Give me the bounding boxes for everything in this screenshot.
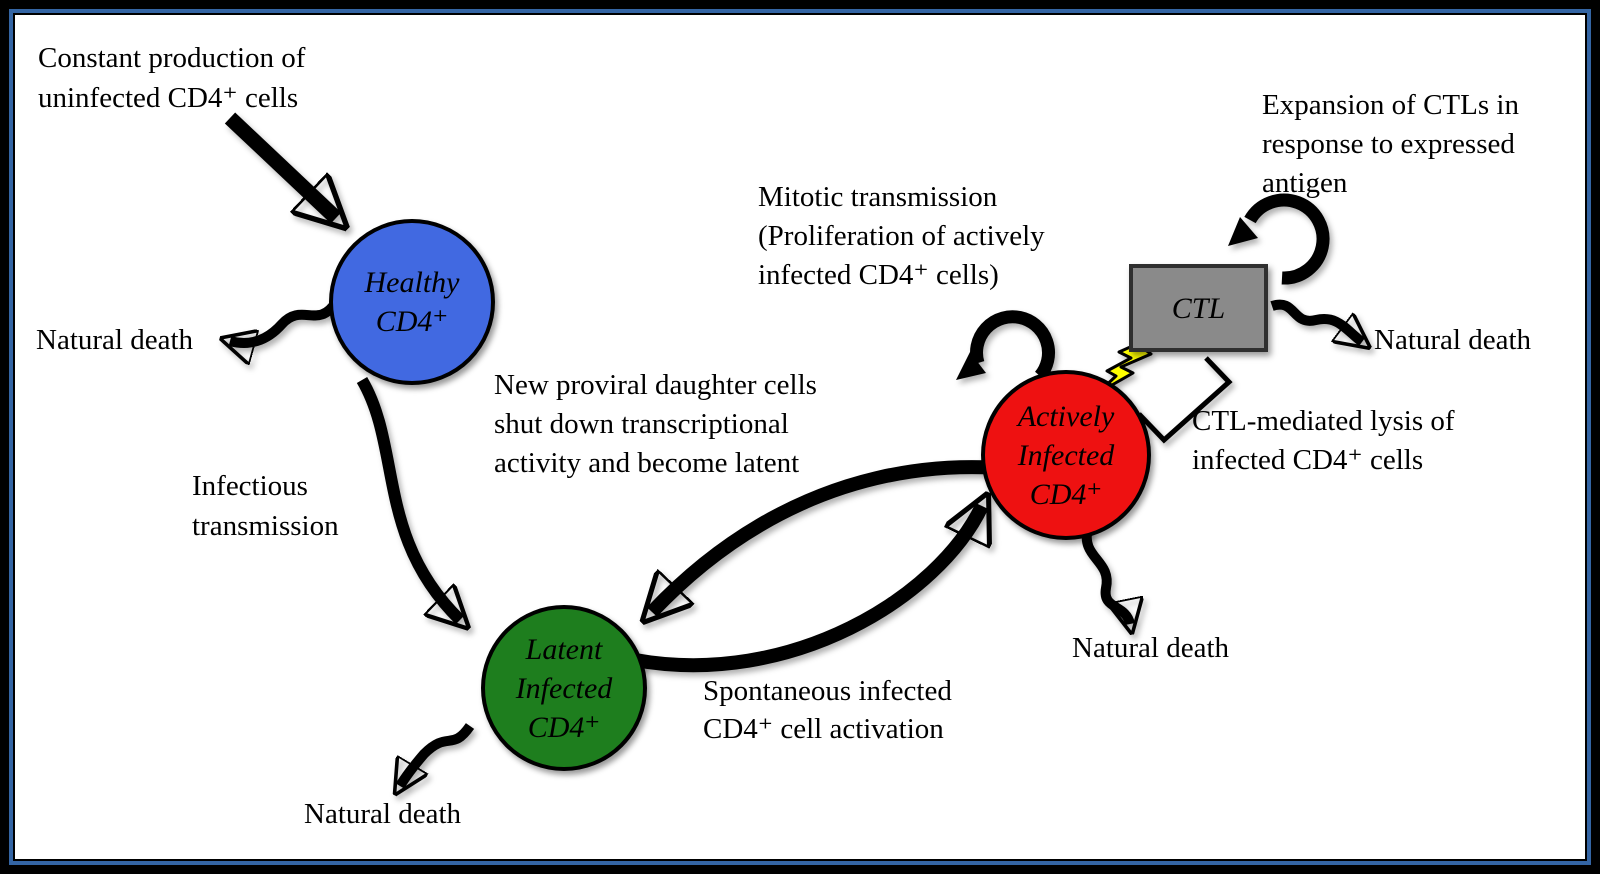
label-natural-death-active: Natural death bbox=[1072, 632, 1230, 664]
label-constant-production: Constant production of uninfected CD4⁺ c… bbox=[38, 42, 306, 114]
mitotic-self-loop-arrowhead bbox=[956, 352, 986, 380]
node-ctl: CTL bbox=[1129, 264, 1268, 352]
node-healthy-cd4-label: Healthy CD4⁺ bbox=[364, 266, 460, 338]
ctl-expansion-self-loop-arrow bbox=[1244, 193, 1330, 285]
ctl-expansion-self-loop-arrowhead bbox=[1228, 217, 1258, 246]
label-new-proviral: New proviral daughter cells shut down tr… bbox=[494, 369, 817, 479]
node-latent-infected-cd4: Latent Infected CD4⁺ bbox=[481, 605, 647, 771]
natural-death-arrow-active bbox=[1081, 526, 1130, 624]
label-ctl-expansion: Expansion of CTLs in response to express… bbox=[1262, 89, 1519, 199]
label-natural-death-latent: Natural death bbox=[304, 798, 462, 830]
lysis-bracket bbox=[1137, 356, 1233, 444]
production-arrow bbox=[224, 112, 336, 218]
natural-death-arrow-latent bbox=[400, 723, 475, 786]
label-spontaneous-activation: Spontaneous infected CD4⁺ cell activatio… bbox=[703, 675, 952, 745]
mitotic-self-loop-arrow bbox=[970, 310, 1055, 381]
natural-death-arrow-ctl bbox=[1270, 299, 1362, 342]
node-ctl-label: CTL bbox=[1171, 291, 1226, 325]
infectious-transmission-arrow bbox=[356, 376, 460, 620]
activation-arrow bbox=[633, 506, 982, 673]
node-latent-infected-cd4-label: Latent Infected CD4⁺ bbox=[515, 632, 613, 744]
node-actively-infected-cd4: Actively Infected CD4⁺ bbox=[981, 370, 1151, 540]
label-mitotic-transmission: Mitotic transmission (Proliferation of a… bbox=[758, 181, 1045, 291]
natural-death-arrow-healthy bbox=[230, 298, 341, 343]
label-infectious-transmission: Infectious transmission bbox=[192, 470, 339, 542]
label-ctl-lysis: CTL-mediated lysis of infected CD4⁺ cell… bbox=[1192, 405, 1455, 476]
node-actively-infected-cd4-label: Actively Infected CD4⁺ bbox=[1017, 399, 1115, 511]
node-healthy-cd4: Healthy CD4⁺ bbox=[329, 219, 495, 385]
label-natural-death-ctl: Natural death bbox=[1374, 324, 1532, 356]
label-natural-death-healthy: Natural death bbox=[36, 324, 194, 356]
